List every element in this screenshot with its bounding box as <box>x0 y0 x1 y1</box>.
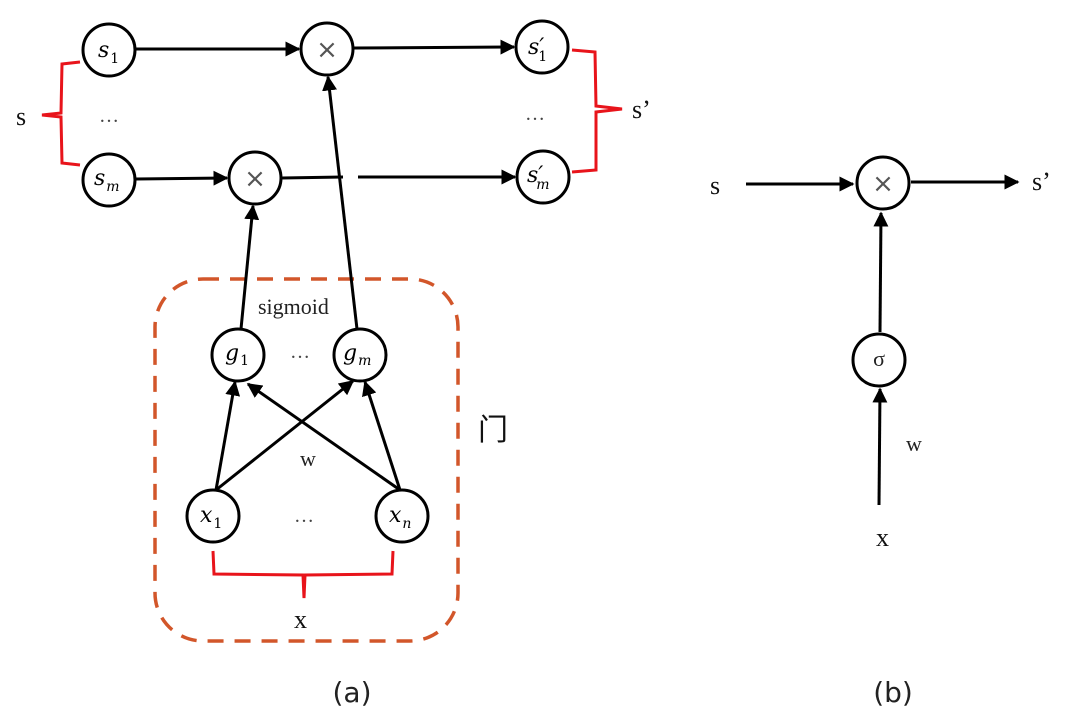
label-w: w <box>300 446 316 471</box>
brace-s <box>41 60 81 167</box>
multiply-icon: × <box>316 35 338 65</box>
node-s1-prime: s′1 <box>514 19 570 75</box>
edge-xn-to-g1 <box>246 382 401 492</box>
label-w-b: w <box>906 431 922 456</box>
sigma-icon: σ <box>873 346 885 371</box>
svg-text:x1: x1 <box>200 503 222 532</box>
svg-text:gm: gm <box>343 341 371 369</box>
edge-mult1-to-s1prime <box>353 39 516 55</box>
multiply-node-1: × <box>299 21 355 77</box>
multiply-icon: × <box>872 169 894 199</box>
edge-xn-to-gm <box>362 380 402 491</box>
caption-a: (a) <box>332 676 371 709</box>
caption-b: (b) <box>873 676 913 709</box>
label-s: s <box>16 102 26 131</box>
label-x-b: x <box>876 523 889 552</box>
node-sm: sm <box>81 152 137 208</box>
edge-x-to-sigma <box>872 387 888 506</box>
edge-gm-to-mult1 <box>322 75 359 330</box>
svg-text:xn: xn <box>389 503 411 532</box>
brace-x <box>211 550 395 599</box>
ellipsis-x: … <box>294 505 314 527</box>
svg-text:s′m: s′m <box>527 163 550 193</box>
label-sigmoid: sigmoid <box>258 294 329 319</box>
ellipsis-g: … <box>290 341 310 363</box>
brace-s-prime <box>571 48 623 174</box>
edge-x1-to-g1 <box>214 380 241 491</box>
figure-b: × σ s s’ w x (b) <box>710 155 1051 709</box>
gate-box <box>153 277 460 643</box>
ellipsis-s: … <box>99 105 119 127</box>
label-x: x <box>294 605 307 634</box>
svg-text:g1: g1 <box>225 341 249 369</box>
multiply-icon: × <box>244 164 266 194</box>
edge-mult2-to-smprime-a <box>281 175 344 180</box>
node-sm-prime: s′m <box>515 149 571 205</box>
figure-a: s1 sm × × s′1 s′m g1 <box>16 19 651 709</box>
edge-sm-to-mult2 <box>135 170 229 186</box>
label-s-prime: s’ <box>632 95 651 124</box>
label-s-prime-b: s’ <box>1032 167 1051 196</box>
label-gate: 门 <box>478 413 508 448</box>
svg-text:s′1: s′1 <box>528 35 547 65</box>
node-s1: s1 <box>81 22 137 78</box>
svg-text:s1: s1 <box>98 38 119 67</box>
edge-sigma-to-mult <box>873 211 889 333</box>
svg-text:sm: sm <box>94 166 120 195</box>
multiply-node-b: × <box>855 155 911 211</box>
edge-x1-to-gm <box>215 379 355 492</box>
edge-g1-to-mult2 <box>239 204 260 330</box>
node-xn: xn <box>374 488 430 544</box>
ellipsis-s-prime: … <box>525 103 545 125</box>
node-x1: x1 <box>185 488 241 544</box>
node-gm: gm <box>332 327 388 383</box>
label-s-b: s <box>710 171 720 200</box>
multiply-node-2: × <box>227 150 283 206</box>
node-g1: g1 <box>210 327 266 383</box>
sigma-node: σ <box>851 332 907 388</box>
